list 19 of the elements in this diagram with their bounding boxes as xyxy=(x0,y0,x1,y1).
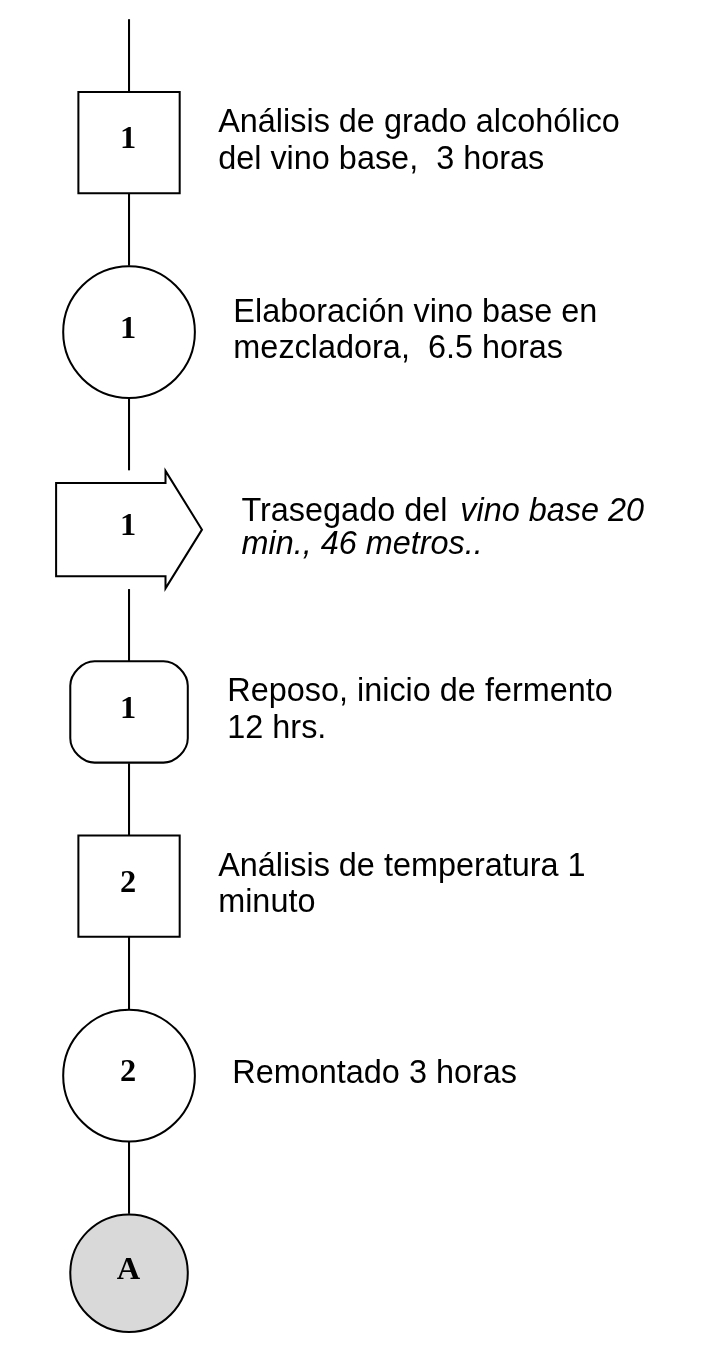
connector xyxy=(127,193,130,266)
connector xyxy=(127,936,130,1010)
node-label: Remontado 3 horas xyxy=(231,1054,517,1091)
connector xyxy=(127,763,130,836)
node-box: 2 xyxy=(76,834,181,938)
node-box: 1 xyxy=(68,660,189,764)
node-box: 1 xyxy=(76,91,181,195)
node-circle: 1 xyxy=(61,265,196,399)
node-label: Elaboración vino base en mezcladora, 6.5 horas xyxy=(232,292,597,366)
node-label: Trasegado del vino base 20 min., 46 metros.. xyxy=(240,492,644,561)
node-label: Reposo, inicio de fermento 12 hrs. xyxy=(226,672,613,745)
node-circle: A xyxy=(68,1213,189,1333)
connector xyxy=(127,19,130,92)
node-circle: 2 xyxy=(61,1008,196,1143)
connector xyxy=(127,398,130,471)
connector xyxy=(127,1141,130,1214)
connector xyxy=(127,589,130,662)
node-label: Análisis de grado alcohólico del vino base, 3 horas xyxy=(217,103,620,176)
node-label: Análisis de temperatura 1 minuto xyxy=(217,846,586,920)
